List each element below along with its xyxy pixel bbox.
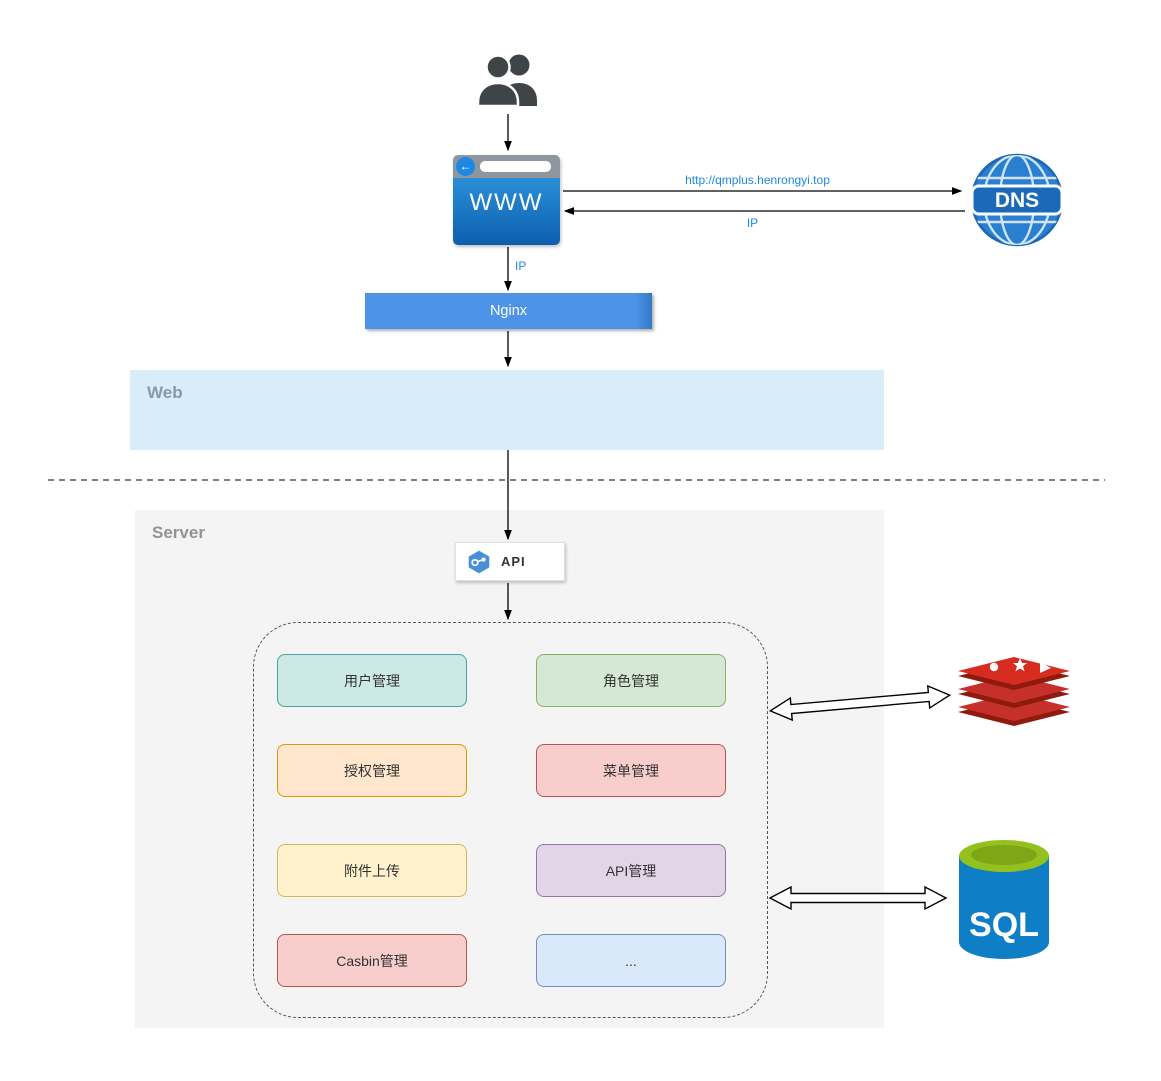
module-label: Casbin管理 <box>336 952 408 969</box>
module-label: 角色管理 <box>603 672 659 689</box>
module-casbin-management: Casbin管理 <box>277 934 467 987</box>
dns-response-label: IP <box>746 216 759 230</box>
back-arrow-icon <box>456 157 475 176</box>
modules-group <box>253 622 768 1018</box>
module-api-management: API管理 <box>536 844 726 897</box>
api-node: API <box>455 542 565 581</box>
module-auth-management: 授权管理 <box>277 744 467 797</box>
address-bar <box>480 161 551 172</box>
dns-globe-icon: DNS <box>970 153 1064 247</box>
module-label: 授权管理 <box>344 762 400 779</box>
module-label: 菜单管理 <box>603 762 659 779</box>
browser-window-icon: WWW <box>453 155 560 245</box>
module-more: ... <box>536 934 726 987</box>
nginx-label: Nginx <box>489 303 528 319</box>
api-label: API <box>501 554 526 569</box>
module-label: 附件上传 <box>344 862 400 879</box>
module-menu-management: 菜单管理 <box>536 744 726 797</box>
module-label: ... <box>625 952 637 969</box>
browser-toolbar <box>453 155 560 178</box>
users-icon <box>476 54 537 108</box>
browser-nginx-ip-label: IP <box>515 259 527 273</box>
nginx-node: Nginx <box>365 293 652 329</box>
module-attachment-upload: 附件上传 <box>277 844 467 897</box>
redis-database-icon <box>958 657 1070 726</box>
sql-label: SQL <box>969 906 1039 944</box>
module-label: 用户管理 <box>344 672 400 689</box>
dns-request-label: http://qmplus.henrongyi.top <box>685 173 830 187</box>
api-hexagon-icon <box>468 550 490 573</box>
dns-banner <box>970 184 1064 216</box>
server-zone: Server <box>135 510 884 1028</box>
module-role-management: 角色管理 <box>536 654 726 707</box>
server-zone-label: Server <box>152 523 205 542</box>
dns-label: DNS <box>995 189 1039 212</box>
web-zone: Web <box>130 370 884 450</box>
browser-www-label: WWW <box>453 178 560 245</box>
module-user-management: 用户管理 <box>277 654 467 707</box>
web-zone-label: Web <box>147 383 183 402</box>
module-label: API管理 <box>605 862 657 879</box>
sql-database-icon: SQL <box>959 840 1049 959</box>
